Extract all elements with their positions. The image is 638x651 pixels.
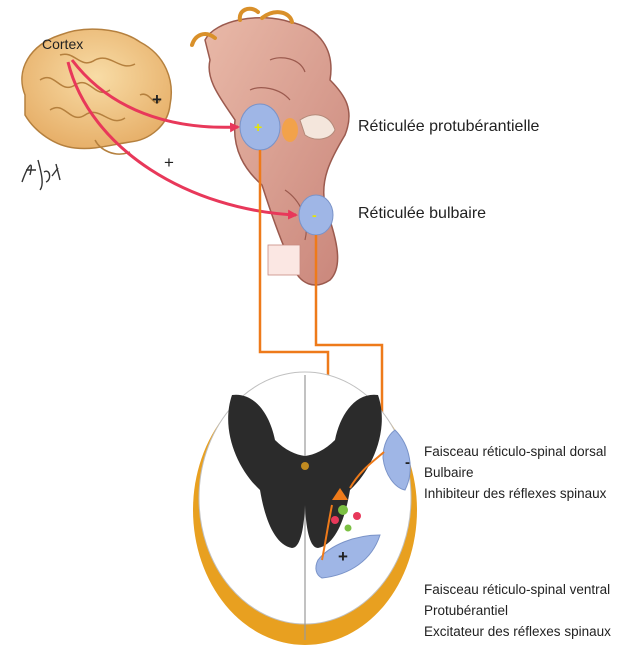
spinal-cord-cross-section bbox=[193, 372, 417, 645]
dorsal-tract-name: Faisceau réticulo-spinal dorsal bbox=[424, 442, 606, 462]
plus-sign-lower: + bbox=[164, 153, 174, 172]
dorsal-tract-origin: Bulbaire bbox=[424, 463, 474, 483]
medullary-label: Réticulée bulbaire bbox=[358, 205, 486, 223]
ventral-tract-origin: Protubérantiel bbox=[424, 601, 508, 621]
pontine-label: Réticulée protubérantielle bbox=[358, 118, 539, 136]
dorsal-region-sign: - bbox=[405, 454, 410, 471]
ventral-tract-name: Faisceau réticulo-spinal ventral bbox=[424, 580, 610, 600]
cortex-label: Cortex bbox=[42, 36, 83, 52]
signature bbox=[22, 160, 60, 190]
pontine-sign: + bbox=[254, 119, 262, 135]
dorsal-tract-function: Inhibiteur des réflexes spinaux bbox=[424, 484, 606, 504]
plus-sign-upper: + bbox=[152, 90, 162, 109]
ventral-tract-function: Excitateur des réflexes spinaux bbox=[424, 622, 611, 642]
ventral-region-sign: + bbox=[338, 547, 348, 566]
medullary-sign: - bbox=[312, 207, 317, 223]
